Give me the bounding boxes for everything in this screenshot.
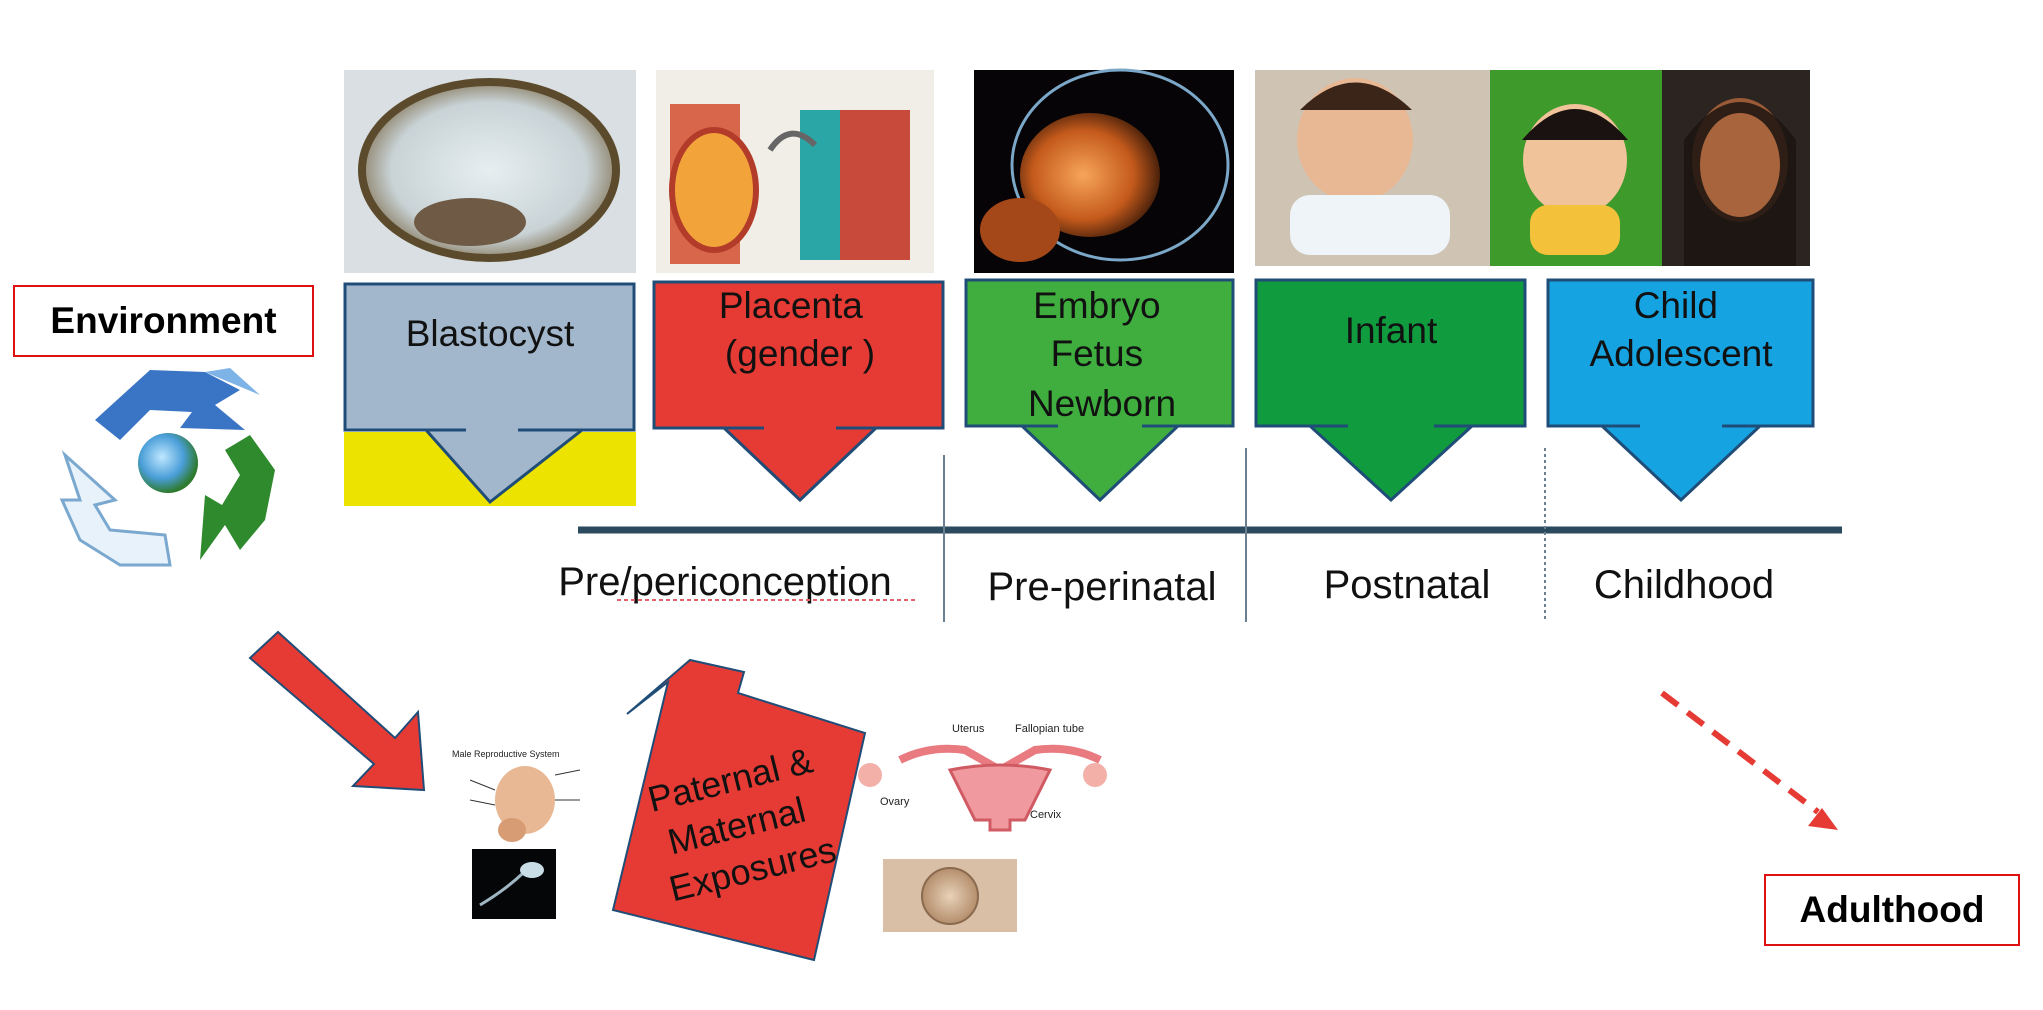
placenta-diagram-image — [656, 70, 934, 273]
uterus-diagram: Uterus Fallopian tube Ovary Cervix — [858, 723, 1107, 832]
environment-label: Environment — [13, 285, 314, 357]
adulthood-label: Adulthood — [1764, 874, 2020, 946]
stage-arrow-placenta — [652, 280, 945, 503]
sperm-image — [472, 849, 556, 919]
adolescent-photo — [1662, 70, 1810, 266]
adulthood-dashed-arrow — [1660, 690, 1820, 815]
period-label-postnatal: Postnatal — [1324, 563, 1491, 607]
stage-arrow-infant — [1254, 278, 1527, 503]
period-label-childhood: Childhood — [1594, 563, 1774, 607]
svg-text:Uterus: Uterus — [952, 723, 985, 735]
egg-cell-image — [883, 859, 1017, 932]
infant-photo — [1255, 70, 1490, 266]
period-label-preconception: Pre/periconception — [558, 560, 892, 604]
male-reproductive-diagram: Male Reproductive System — [450, 745, 590, 845]
stage-label-infant: Infant — [1345, 310, 1438, 351]
svg-text:Ovary: Ovary — [880, 796, 910, 808]
exposure-arrow — [611, 658, 867, 962]
child-photo — [1490, 70, 1662, 266]
stage-label-placenta: Placenta (gender ) — [719, 285, 875, 374]
svg-text:Cervix: Cervix — [1030, 809, 1062, 821]
stage-label-child: Child Adolescent — [1589, 285, 1773, 374]
adulthood-arrowhead — [1808, 808, 1838, 830]
environment-recycle-icon — [59, 368, 275, 567]
stage-arrow-blastocyst — [343, 282, 636, 505]
period-label-perinatal: Pre-perinatal — [987, 565, 1216, 609]
stage-arrow-embryo — [964, 278, 1235, 503]
stage-label-embryo: Embryo Fetus Newborn — [1028, 285, 1176, 424]
stage-label-blastocyst: Blastocyst — [406, 313, 575, 354]
svg-text:Male Reproductive System: Male Reproductive System — [452, 749, 560, 759]
environment-arrow — [248, 630, 426, 792]
svg-text:Fallopian tube: Fallopian tube — [1015, 723, 1084, 735]
blastocyst-image — [344, 70, 636, 273]
embryo-image — [974, 68, 1234, 273]
stage-arrow-child — [1546, 278, 1815, 503]
